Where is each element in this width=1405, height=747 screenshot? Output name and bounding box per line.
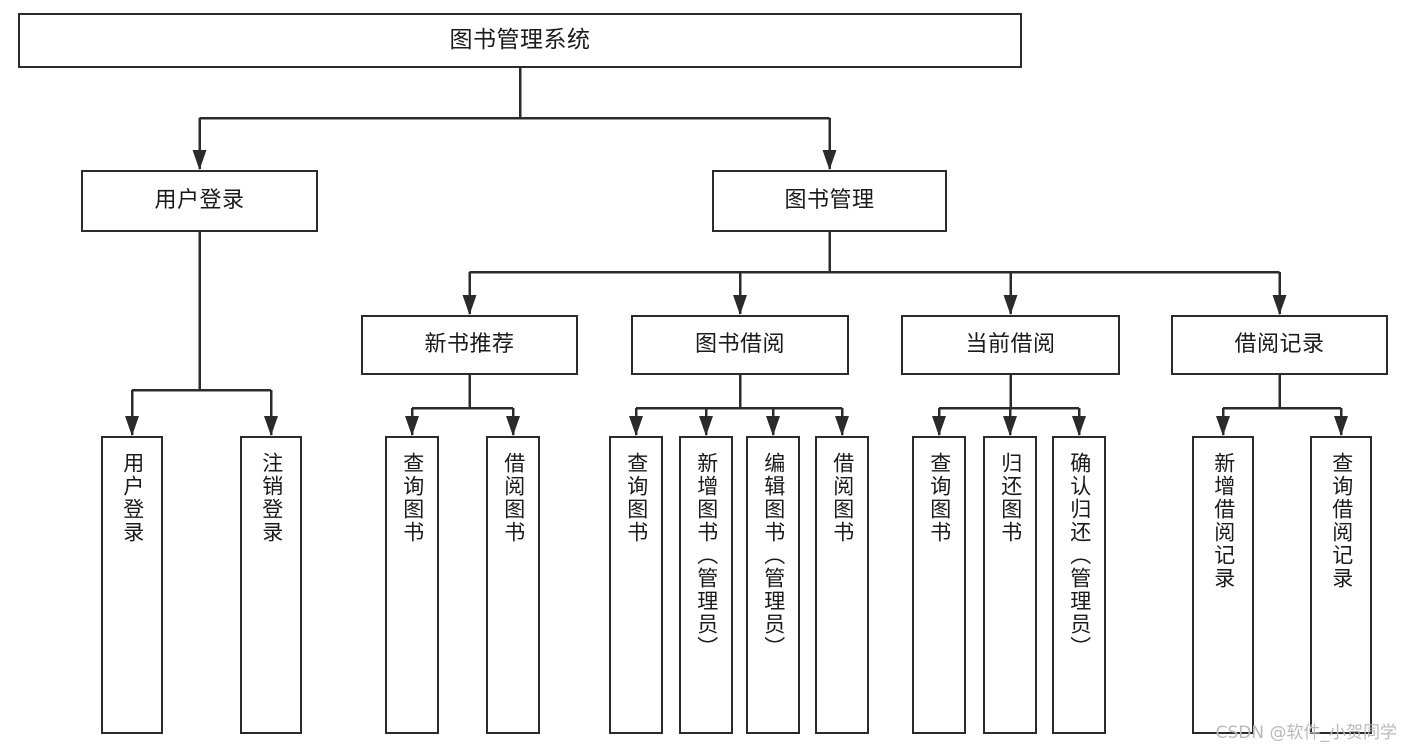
node-user-login[interactable]: 用户登录 <box>81 170 318 232</box>
node-label: 新增借阅记录 <box>1211 452 1236 590</box>
node-label: 当前借阅 <box>965 332 1056 358</box>
node-label: 新增图书（管理员） <box>694 452 719 659</box>
node-book-manage[interactable]: 图书管理 <box>712 170 947 232</box>
node-book-borrow[interactable]: 图书借阅 <box>631 315 849 375</box>
node-label: 用户登录 <box>154 188 245 214</box>
node-label: 借阅图书 <box>501 452 526 544</box>
node-label: 借阅图书 <box>830 452 855 544</box>
node-label: 图书管理系统 <box>449 26 591 53</box>
node-label: 图书管理 <box>784 188 875 214</box>
node-leaf-query-book-borrow[interactable]: 查询图书 <box>609 436 663 734</box>
node-leaf-query-book-recommendation[interactable]: 查询图书 <box>385 436 439 734</box>
node-leaf-return-book[interactable]: 归还图书 <box>983 436 1037 734</box>
node-leaf-add-book-admin[interactable]: 新增图书（管理员） <box>679 436 733 734</box>
node-leaf-query-borrow-record[interactable]: 查询借阅记录 <box>1310 436 1372 734</box>
node-label: 借阅记录 <box>1234 332 1325 358</box>
node-label: 编辑图书（管理员） <box>761 452 786 659</box>
node-label: 查询借阅记录 <box>1329 452 1354 590</box>
node-new-book-recommendation[interactable]: 新书推荐 <box>361 315 578 375</box>
node-leaf-borrow-book-recommendation[interactable]: 借阅图书 <box>486 436 540 734</box>
node-leaf-add-borrow-record[interactable]: 新增借阅记录 <box>1192 436 1254 734</box>
node-leaf-query-book-current[interactable]: 查询图书 <box>912 436 966 734</box>
node-leaf-borrow-book[interactable]: 借阅图书 <box>815 436 869 734</box>
node-current-borrow[interactable]: 当前借阅 <box>901 315 1120 375</box>
node-label: 用户登录 <box>120 452 145 544</box>
node-leaf-user-logout[interactable]: 注销登录 <box>240 436 302 734</box>
node-root-system[interactable]: 图书管理系统 <box>18 13 1022 68</box>
node-label: 新书推荐 <box>424 332 515 358</box>
node-leaf-user-login[interactable]: 用户登录 <box>101 436 163 734</box>
node-borrow-record[interactable]: 借阅记录 <box>1171 315 1388 375</box>
node-label: 查询图书 <box>400 452 425 544</box>
node-leaf-confirm-return-admin[interactable]: 确认归还（管理员） <box>1052 436 1106 734</box>
node-label: 图书借阅 <box>694 332 785 358</box>
node-leaf-edit-book-admin[interactable]: 编辑图书（管理员） <box>746 436 800 734</box>
node-label: 查询图书 <box>927 452 952 544</box>
node-label: 归还图书 <box>998 452 1023 544</box>
node-label: 确认归还（管理员） <box>1067 452 1092 659</box>
node-label: 注销登录 <box>259 452 284 544</box>
node-label: 查询图书 <box>624 452 649 544</box>
